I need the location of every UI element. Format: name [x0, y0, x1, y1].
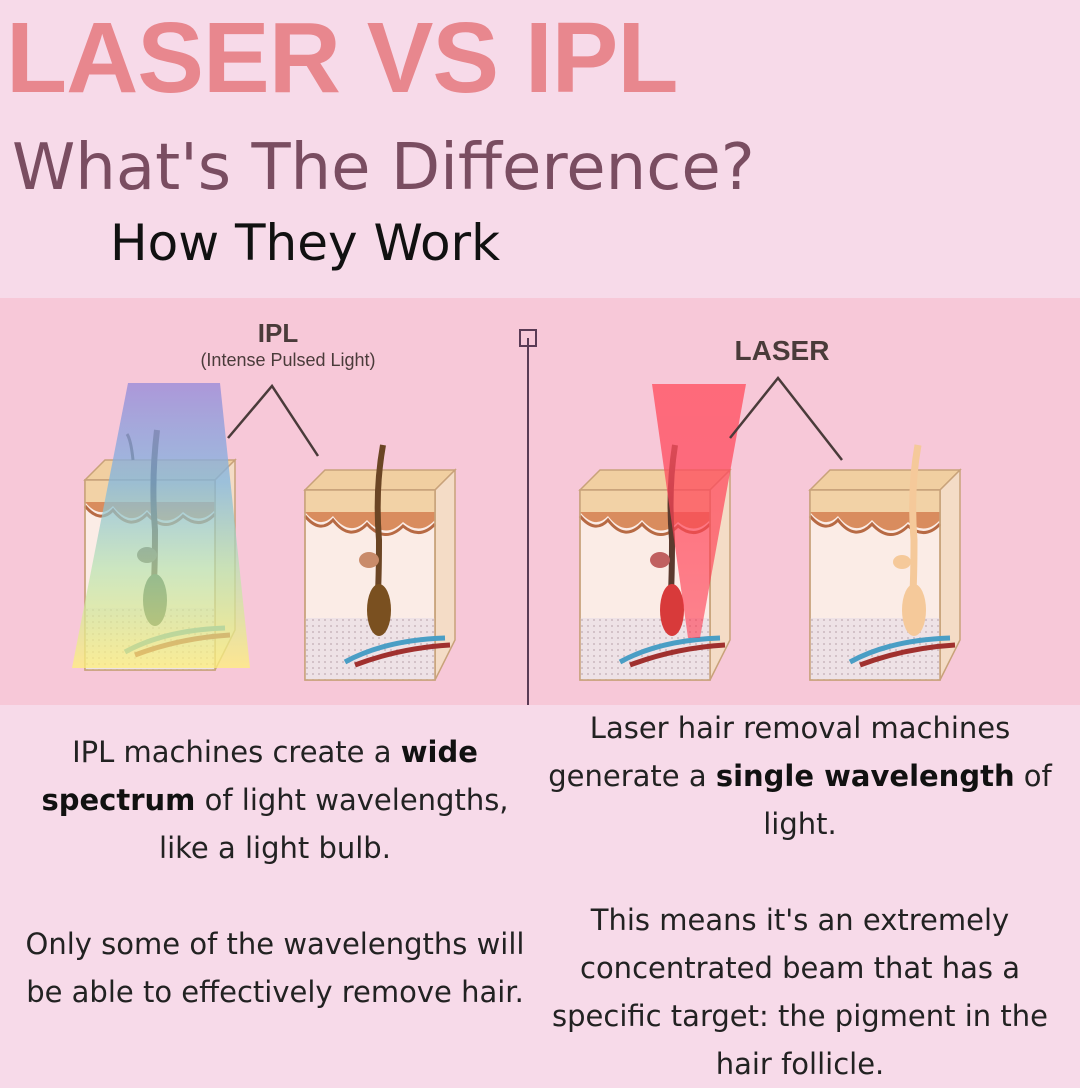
divider-marker-icon — [519, 329, 537, 347]
ipl-pointer — [227, 383, 320, 457]
laser-light-beam — [652, 384, 746, 638]
ipl-sublabel: (Intense Pulsed Light) — [200, 350, 375, 370]
section-heading: How They Work — [110, 214, 501, 272]
laser-description: Laser hair removal machines generate a s… — [530, 704, 1070, 1088]
ipl-p1-text: IPL machines create a — [72, 735, 401, 769]
ipl-p1-bold: wide spectrum — [41, 735, 478, 817]
laser-label: LASER — [735, 335, 830, 366]
laser-skin-block-treated — [578, 444, 732, 682]
comparison-diagram: IPL (Intense Pulsed Light) LASER — [72, 318, 962, 705]
laser-skin-block-after — [808, 444, 962, 682]
laser-p1-bold: single wavelength — [715, 759, 1015, 793]
ipl-paragraph-1: IPL machines create a wide spectrum of l… — [20, 728, 530, 872]
laser-p1-text-end: of light. — [763, 759, 1052, 841]
ipl-label: IPL — [258, 318, 299, 348]
ipl-description: IPL machines create a wide spectrum of l… — [20, 728, 530, 1016]
ipl-skin-block-after — [303, 444, 457, 682]
laser-paragraph-1: Laser hair removal machines generate a s… — [530, 704, 1070, 848]
ipl-paragraph-2: Only some of the wavelengths will be abl… — [25, 927, 525, 1009]
ipl-p1-text-end: of light wavelengths, like a light bulb. — [159, 783, 509, 865]
laser-pointer — [729, 375, 843, 461]
page-title: LASER VS IPL — [6, 2, 678, 114]
laser-paragraph-2: This means it's an extremely concentrate… — [552, 903, 1048, 1081]
page-subtitle: What's The Difference? — [12, 131, 755, 205]
ipl-light-beam — [72, 383, 250, 668]
laser-p1-text: Laser hair removal machines generate a — [548, 711, 1011, 793]
diagram-band: IPL (Intense Pulsed Light) LASER — [0, 298, 1080, 705]
